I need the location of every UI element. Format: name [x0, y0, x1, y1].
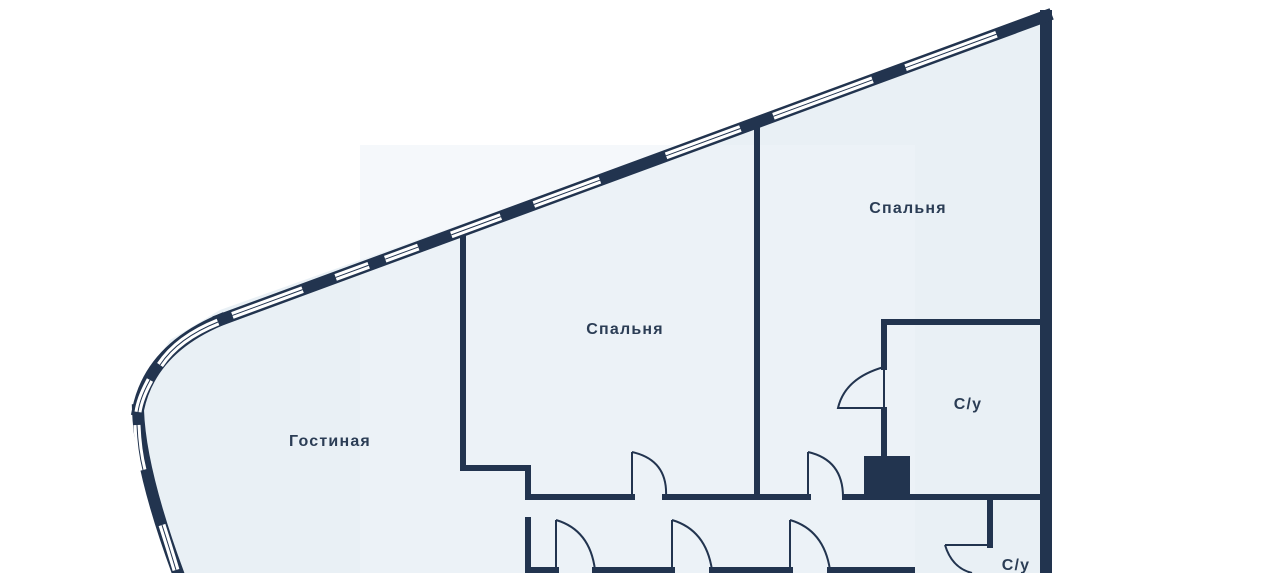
window-diagonal-mullion-7 — [335, 264, 369, 278]
window-left-1-mullion — [136, 424, 144, 471]
door-bedroom-2 — [807, 451, 844, 498]
door-bathroom-1 — [836, 366, 885, 409]
door-corridor-3 — [789, 519, 831, 571]
door-corridor-2 — [671, 519, 713, 571]
window-diagonal-mullion-6 — [385, 246, 419, 260]
room-label-bedroom-1: Спальня — [586, 321, 664, 338]
room-label-living-room: Гостиная — [289, 433, 371, 450]
door-bathroom-2 — [944, 544, 990, 573]
windows-diagonal — [231, 30, 998, 319]
door-bedroom-1 — [631, 451, 668, 498]
bedroom-1-wall — [460, 235, 635, 500]
windows-curve — [133, 318, 220, 572]
window-curve-1-mullion — [159, 321, 219, 366]
window-left-2-mullion — [161, 524, 177, 571]
ventilation-shaft — [864, 456, 910, 496]
window-diagonal-mullion-4 — [533, 179, 601, 205]
bathroom-1-wall — [881, 319, 1043, 370]
window-diagonal-mullion-2 — [773, 79, 873, 117]
window-diagonal-mullion-5 — [451, 216, 502, 236]
window-diagonal-mullion-3 — [665, 128, 741, 157]
window-curve-2-mullion — [137, 379, 151, 413]
room-label-bedroom-2: Спальня — [869, 200, 947, 217]
doors — [555, 366, 990, 573]
door-corridor-1 — [555, 519, 596, 571]
floor-highlight — [360, 145, 915, 573]
window-diagonal-mullion-1 — [905, 33, 997, 69]
room-label-bathroom-2: С/у — [1002, 557, 1031, 573]
room-label-bathroom-1: С/у — [954, 396, 983, 413]
window-diagonal-mullion-8 — [232, 289, 303, 316]
